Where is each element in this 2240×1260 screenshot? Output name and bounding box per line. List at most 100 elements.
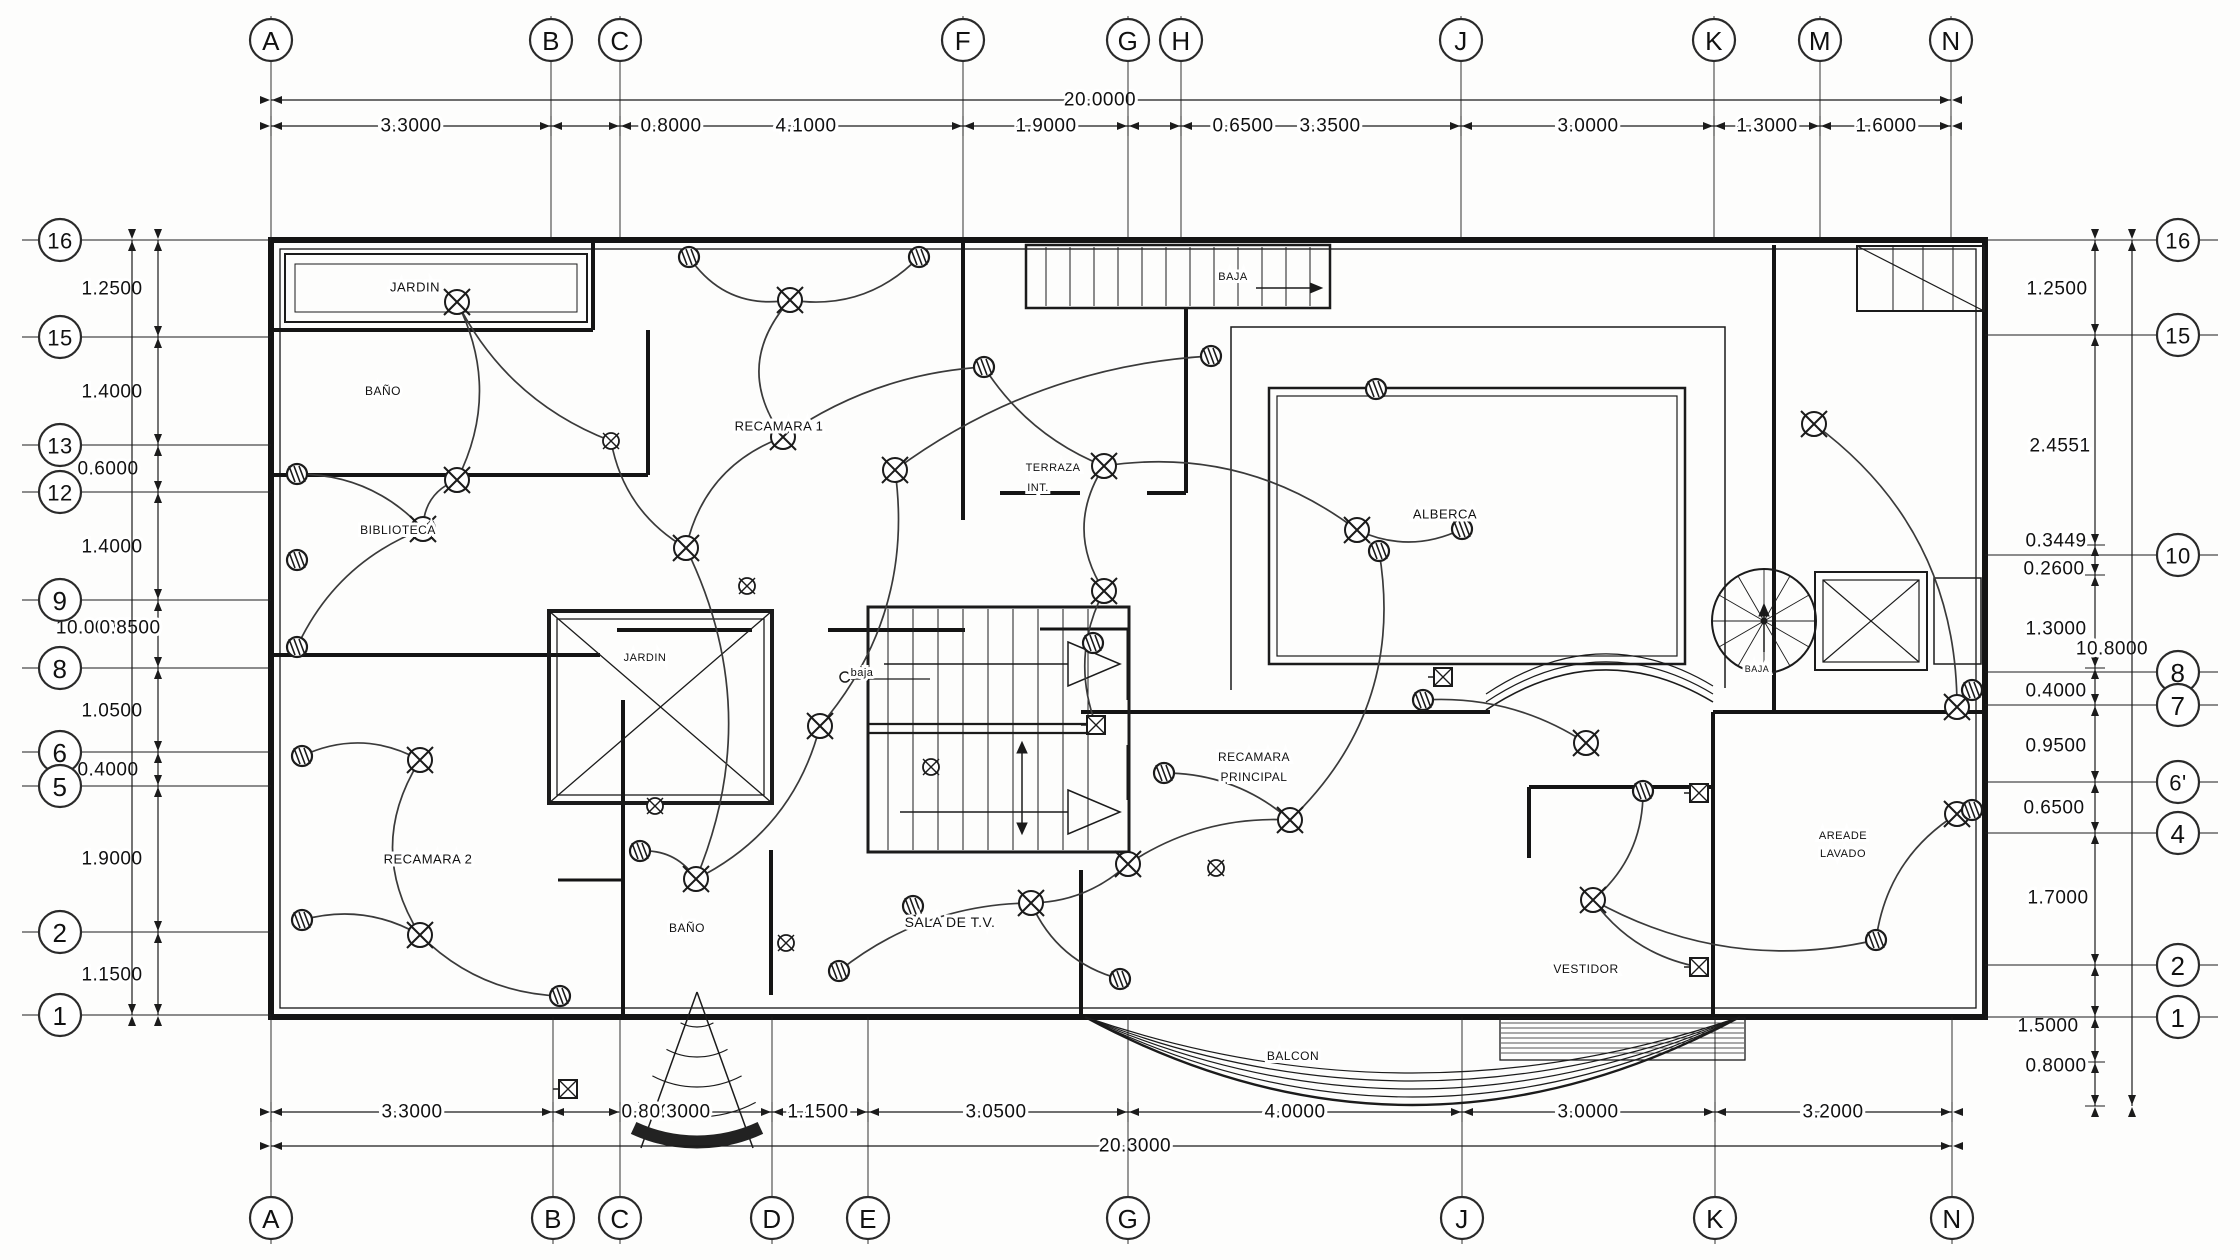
- dim-arrow: [154, 493, 162, 503]
- stair-main: [866, 605, 1131, 854]
- line: [1084, 634, 1092, 652]
- grid-bubble-label: 7: [2171, 691, 2186, 721]
- line: [840, 962, 848, 980]
- grid-bubble: [1691, 17, 1737, 63]
- dim-label: 1.0500: [81, 701, 142, 722]
- dim-label: 3.3000: [381, 1102, 442, 1123]
- ceiling-light-icon: [776, 286, 804, 314]
- fan-stair-edge: [640, 991, 698, 1149]
- arch-wall: [1485, 661, 1714, 703]
- grid-bubble-label: 8: [53, 654, 68, 684]
- outlet-icon: [1960, 798, 1984, 822]
- wire: [456, 301, 481, 481]
- dim-label: 0.8000: [2025, 1056, 2086, 1077]
- dim-arrow: [2091, 834, 2099, 844]
- line: [298, 747, 306, 765]
- dim-arrow: [260, 1108, 270, 1116]
- dim-arrow: [2091, 669, 2099, 679]
- grid-bubble-label: 6': [2169, 771, 2186, 796]
- line: [1414, 691, 1422, 709]
- dim-arrow: [154, 481, 162, 491]
- dim-label: 0.3449: [2025, 531, 2086, 552]
- grid-bubble: [940, 17, 986, 63]
- wire: [1083, 465, 1105, 592]
- dim-arrow: [154, 589, 162, 599]
- line: [1689, 957, 1709, 977]
- wire: [1083, 590, 1105, 726]
- dim-arrow: [1940, 96, 1950, 104]
- dim-label: 0.4000: [77, 760, 138, 781]
- line: [1639, 782, 1647, 800]
- dim-arrow: [761, 1108, 771, 1116]
- dim-arrow: [2091, 966, 2099, 976]
- room-label: BAJA: [1218, 271, 1248, 283]
- dim-arrow: [1129, 1108, 1139, 1116]
- wire: [1163, 772, 1291, 821]
- line: [914, 897, 922, 915]
- dim-arrow: [1170, 122, 1180, 130]
- line: [1212, 347, 1220, 365]
- wire: [819, 469, 900, 727]
- dim-arrow: [1715, 122, 1725, 130]
- dim-arrow: [2091, 1051, 2099, 1061]
- ceiling-light-icon: [409, 515, 437, 543]
- ceiling-light-icon: [1090, 452, 1118, 480]
- fan-step-arc: [638, 1101, 756, 1118]
- dim-label: 3.3000: [380, 116, 441, 137]
- room-label: BAÑO: [365, 384, 401, 398]
- line: [1207, 347, 1215, 365]
- grid-bubble: [248, 17, 294, 63]
- room-label: RECAMARA 1: [735, 419, 824, 434]
- dim-arrow: [2091, 546, 2099, 556]
- line: [293, 465, 301, 483]
- grid-bubble: [37, 469, 83, 515]
- line: [636, 842, 644, 860]
- dim-arrow: [154, 775, 162, 785]
- outlet-icon: [827, 959, 851, 983]
- room-label: JARDIN: [390, 280, 440, 295]
- grid-bubble: [2155, 682, 2201, 728]
- dim-arrow: [260, 1142, 270, 1150]
- ceiling-light-icon: [1017, 889, 1045, 917]
- line: [672, 534, 700, 562]
- dim-label: 0.6500: [1212, 116, 1273, 137]
- ceiling-light-icon: [1343, 516, 1371, 544]
- dim-arrow: [2128, 241, 2136, 251]
- dim-arrow: [1117, 122, 1127, 130]
- ceiling-light-icon: [881, 456, 909, 484]
- grid-bubble-label: 1: [2171, 1003, 2186, 1033]
- line: [1372, 380, 1380, 398]
- dim-label: 3.0000: [1557, 116, 1618, 137]
- wire: [983, 366, 1105, 467]
- line: [288, 465, 296, 483]
- wire: [789, 256, 920, 303]
- line: [830, 962, 838, 980]
- spiral-spoke: [1718, 620, 1765, 648]
- dim-label: 1.4000: [81, 537, 142, 558]
- dim-arrow: [1941, 1142, 1951, 1150]
- balcon-arc: [1084, 1016, 1741, 1090]
- stair-top-arrow-head: [1309, 282, 1324, 294]
- line: [776, 286, 804, 314]
- dim-label: 0.8000: [640, 116, 701, 137]
- outlet-icon: [285, 548, 309, 572]
- line: [561, 987, 569, 1005]
- dim-arrow: [1821, 122, 1831, 130]
- line: [1207, 859, 1225, 877]
- grid-bubble-label: 1: [53, 1001, 68, 1031]
- dim-arrow: [1129, 122, 1139, 130]
- balcon-arc: [1084, 1016, 1741, 1098]
- switch-icon: [738, 577, 756, 595]
- room-label: AREADE: [1819, 830, 1867, 842]
- line: [1111, 970, 1119, 988]
- line: [558, 1079, 578, 1099]
- room-label: baja: [851, 667, 874, 679]
- line: [909, 897, 917, 915]
- line: [922, 758, 940, 776]
- ceiling-light-icon: [682, 865, 710, 893]
- dim-arrow: [154, 1004, 162, 1014]
- wire: [296, 528, 424, 648]
- grid-bubble: [1692, 1195, 1738, 1241]
